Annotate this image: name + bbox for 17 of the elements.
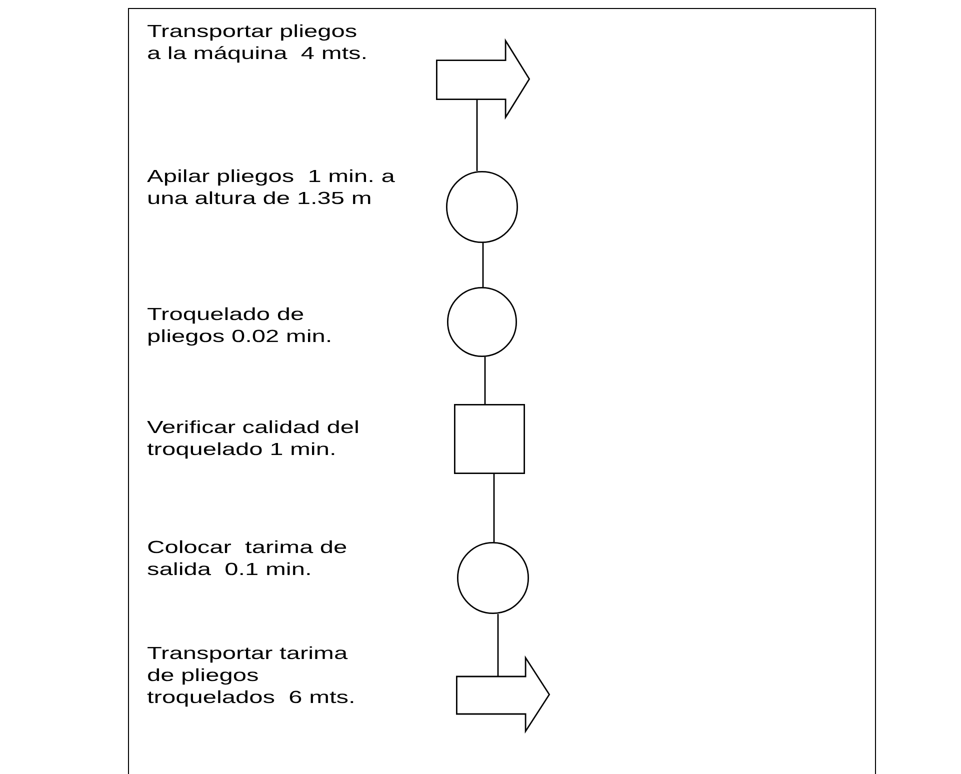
transport-arrow — [456, 657, 550, 732]
step-description: Troquelado de pliegos 0.02 min. — [147, 303, 332, 347]
step-description: Transportar tarima de pliegos troquelados 6 mts. — [147, 642, 356, 708]
connector-line — [493, 474, 495, 542]
inspection-square — [454, 404, 525, 474]
step-description: Colocar tarima de salida 0.1 min. — [147, 536, 348, 580]
connector-line — [497, 614, 499, 676]
operation-circle — [457, 542, 529, 614]
step-description: Apilar pliegos 1 min. a una altura de 1.35 m — [147, 165, 395, 209]
connector-line — [484, 357, 486, 404]
operation-circle — [447, 287, 517, 357]
step-description: Verificar calidad del troquelado 1 min. — [147, 416, 360, 460]
connector-line — [476, 99, 478, 171]
connector-line — [482, 243, 484, 287]
transport-arrow — [436, 40, 530, 118]
operation-circle — [446, 171, 518, 243]
step-description: Transportar pliegos a la máquina 4 mts. — [147, 20, 368, 64]
